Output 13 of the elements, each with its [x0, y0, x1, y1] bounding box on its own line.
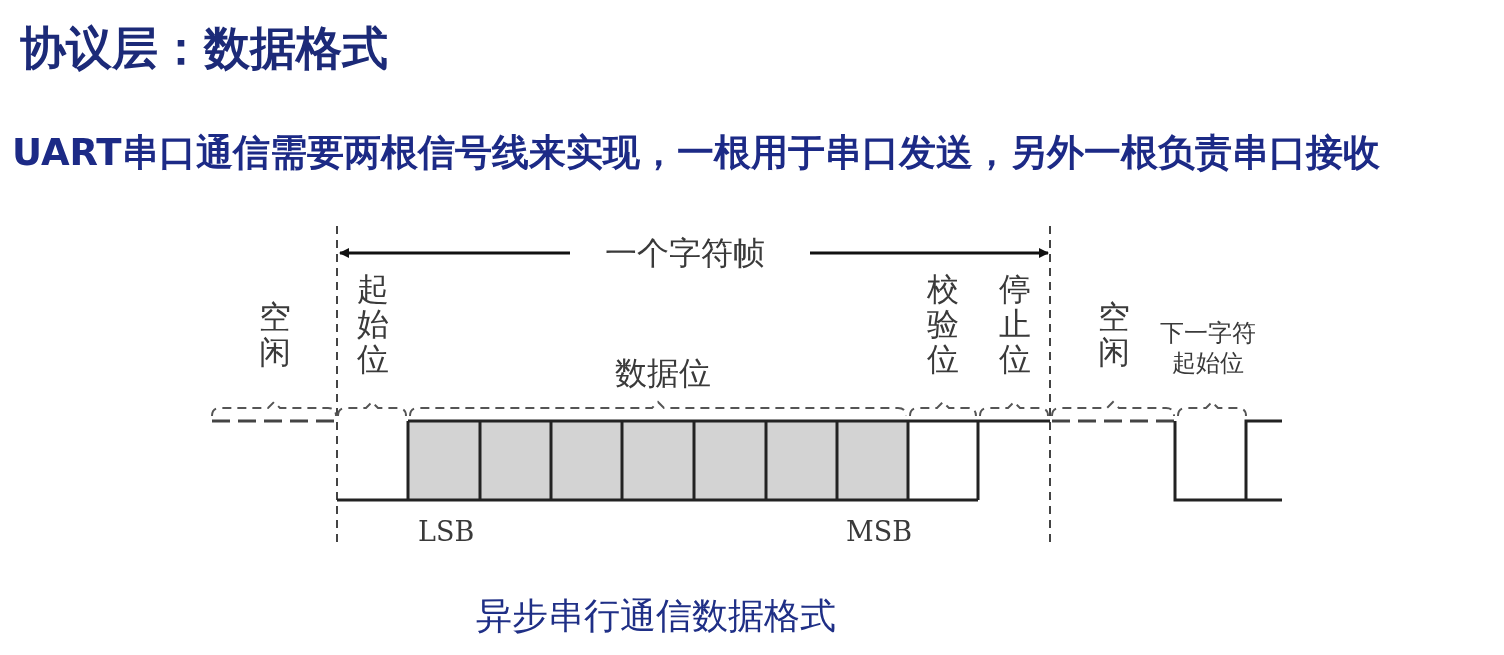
title: 协议层：数据格式 — [20, 20, 388, 77]
lsb-label: LSB — [418, 516, 475, 547]
parity-bit-label: 校验位 — [927, 272, 959, 378]
subtitle: UART串口通信需要两根信号线来实现，一根用于串口发送，另外一根负责串口接收 — [12, 130, 1380, 176]
start-bit-label: 起始位 — [357, 272, 389, 378]
idle-label: 空闲 — [259, 300, 291, 371]
data-bits-label: 数据位 — [615, 353, 711, 394]
idle-label: 空闲 — [1098, 300, 1130, 371]
frame-label: 一个字符帧 — [605, 233, 765, 274]
caption: 异步串行通信数据格式 — [476, 594, 836, 638]
next-start-bit-label: 下一字符起始位 — [1160, 318, 1256, 378]
stop-bit-label: 停止位 — [999, 272, 1031, 378]
msb-label: MSB — [846, 516, 912, 547]
